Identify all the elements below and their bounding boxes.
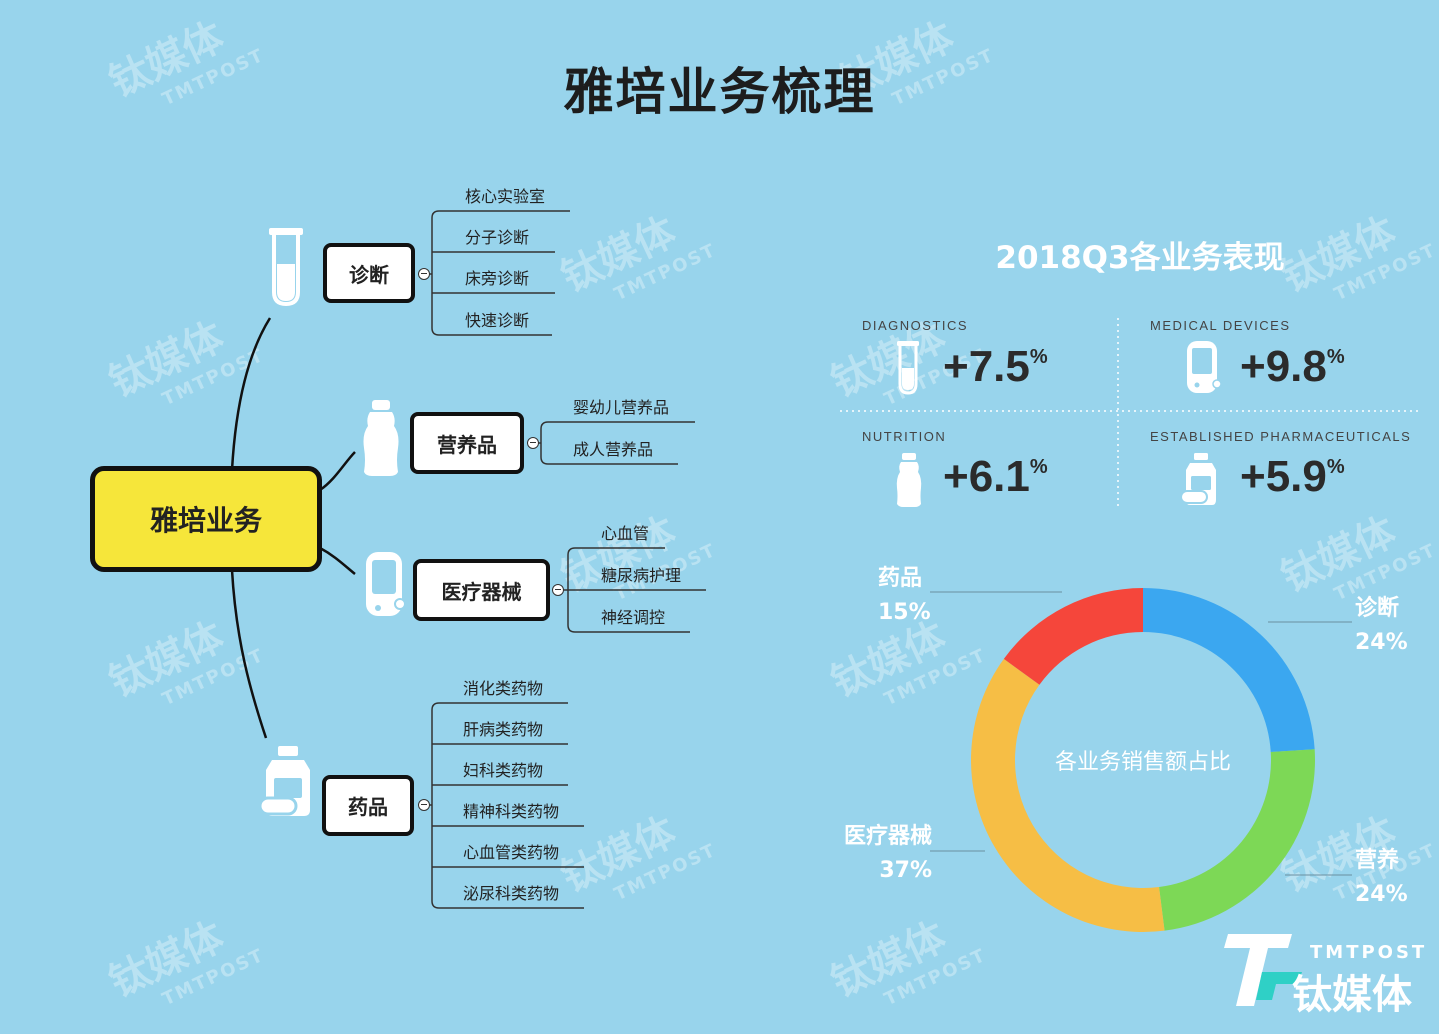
leaf-item: 糖尿病护理 [601,566,682,585]
test-tube-icon [269,228,303,307]
performance-title: 2018Q3各业务表现 [995,240,1285,276]
metric-unit: % [1029,456,1048,478]
leaf-item: 成人营养品 [573,440,654,459]
branch-node-nutrition: 营养品 [410,412,524,474]
leaf-item: 神经调控 [601,608,666,627]
nutrition-bottle-icon [896,453,922,507]
donut-slice-0 [1143,588,1315,752]
leaf-item: 婴幼儿营养品 [573,398,670,417]
leaf-item: 妇科类药物 [463,761,544,780]
metric-label-pharma: ESTABLISHED PHARMACEUTICALS [1150,429,1412,444]
donut-label-nutrition: 营养 24% [1355,844,1408,912]
collapse-toggle[interactable] [552,584,564,596]
leaf-item: 心血管 [601,524,650,543]
metric-number: +5.9 [1240,452,1327,501]
slice-percent: 24% [1355,630,1408,655]
donut-slice-2 [970,658,1165,932]
root-label: 雅培业务 [149,504,262,537]
metric-number: +6.1 [943,452,1030,501]
tmtpost-logo [1224,934,1302,1006]
donut-center-title: 各业务销售额占比 [1054,750,1231,775]
branch-label: 诊断 [349,262,389,287]
metric-number: +9.8 [1240,342,1327,391]
leaf-item: 分子诊断 [465,228,530,247]
leaf-item: 快速诊断 [465,311,530,330]
donut-label-diagnostics: 诊断 24% [1355,592,1408,660]
slice-name: 药品 [878,566,923,591]
slice-name: 医疗器械 [843,824,932,849]
logo-text-cn: 钛媒体 [1292,972,1412,1018]
collapse-toggle[interactable] [418,799,430,811]
glucose-meter-icon [366,552,406,616]
metric-unit: % [1326,346,1345,368]
metric-value-diagnostics: +7.5% [943,342,1048,392]
logo-text-en: TMTPOST [1310,942,1428,963]
page-title: 雅培业务梳理 [563,63,876,121]
metric-unit: % [1326,456,1345,478]
branch-label: 医疗器械 [441,579,522,604]
metric-number: +7.5 [943,342,1030,391]
metric-unit: % [1029,346,1048,368]
leaf-item: 肝病类药物 [463,720,544,739]
branch-label: 药品 [348,795,388,819]
leaf-item: 心血管类药物 [463,843,560,862]
root-node: 雅培业务 [90,466,322,572]
metric-label-nutrition: NUTRITION [862,429,947,444]
slice-percent: 15% [878,600,931,625]
leaf-item: 消化类药物 [463,679,544,698]
metric-value-devices: +9.8% [1240,342,1345,392]
donut-label-pharma: 药品 15% [878,562,931,630]
donut-label-devices: 医疗器械 37% [828,820,932,888]
donut-slice-1 [1159,749,1315,931]
metric-label-devices: MEDICAL DEVICES [1150,318,1291,333]
medicine-bottle-icon [258,746,310,816]
glucose-meter-icon [1187,341,1222,393]
leaf-item: 泌尿科类药物 [463,884,560,903]
collapse-toggle[interactable] [418,268,430,280]
slice-percent: 24% [1355,882,1408,907]
slice-name: 诊断 [1355,596,1400,621]
nutrition-bottle-icon [363,400,399,476]
test-tube-icon [897,341,919,395]
branch-node-diagnostics: 诊断 [323,243,415,303]
mindmap-connectors [230,210,706,909]
metric-label-diagnostics: DIAGNOSTICS [862,318,969,333]
leaf-item: 核心实验室 [465,187,546,206]
slice-name: 营养 [1355,848,1400,873]
branch-node-pharma: 药品 [322,775,414,836]
leaf-item: 床旁诊断 [465,269,530,288]
branch-node-devices: 医疗器械 [413,559,550,621]
leaf-item: 精神科类药物 [463,802,560,821]
metric-value-nutrition: +6.1% [943,452,1048,502]
slice-percent: 37% [879,858,932,883]
metric-value-pharma: +5.9% [1240,452,1345,502]
branch-label: 营养品 [437,432,497,457]
donut-slice-3 [1003,588,1143,685]
collapse-toggle[interactable] [527,437,539,449]
medicine-bottle-icon [1180,453,1216,505]
